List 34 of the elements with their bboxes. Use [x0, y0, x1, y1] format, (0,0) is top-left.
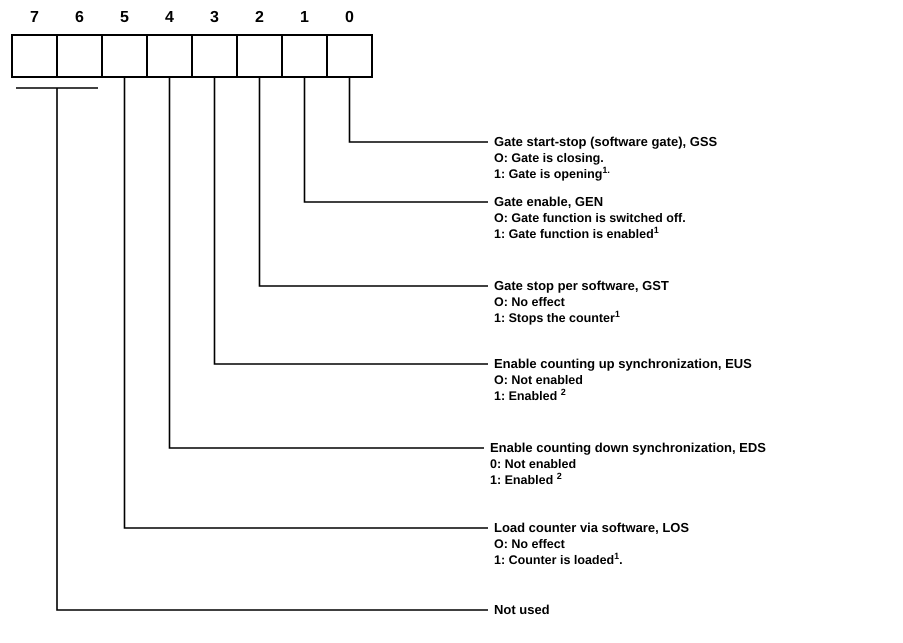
value-one-text: 1: Enabled $^{2}$ [490, 472, 563, 488]
bit-number: 0 [344, 8, 355, 28]
leader-line [348, 78, 488, 143]
leader-line [124, 78, 488, 529]
value-one-text: 1: Gate function is enabled$^{1}$ [494, 226, 660, 242]
leader-line [168, 78, 484, 449]
bit-description: Gate enable, GEN [494, 194, 604, 210]
value-zero-text: O: Gate function is switched off. [494, 210, 686, 226]
value-one-text: 1: Gate is opening$^{1.}$ [494, 166, 611, 182]
leader-line [304, 78, 488, 203]
value-zero-text: O: No effect [494, 536, 566, 552]
bit-number: 5 [119, 8, 130, 28]
bit-description: Gate stop per software, GST [494, 278, 669, 294]
bit-description: Not used [494, 602, 550, 618]
value-zero-text: 0: Not enabled [490, 456, 578, 472]
leader-line [15, 87, 489, 611]
value-one-text: 1: Counter is loaded$^{1}$. [494, 552, 624, 568]
bit-number: 7 [29, 8, 40, 28]
leader-line [214, 78, 488, 365]
value-one-text: 1: Enabled $^{2}$ [494, 388, 567, 404]
bit-description: Enable counting up synchronization, EUS [494, 356, 752, 372]
bit-description: Gate start-stop (software gate), GSS [494, 134, 718, 150]
value-zero-text: O: Gate is closing. [494, 150, 605, 166]
value-zero-text: O: No effect [494, 294, 566, 310]
bit-number: 3 [209, 8, 220, 28]
bit-number: 4 [164, 8, 175, 28]
bit-description: Load counter via software, LOS [494, 520, 690, 536]
value-one-text: 1: Stops the counter$^{1}$ [494, 310, 621, 326]
bit-description: Enable counting down synchronization, EDS [490, 440, 766, 456]
bit-number: 1 [299, 8, 310, 28]
bit-number: 2 [254, 8, 265, 28]
value-zero-text: O: Not enabled [494, 372, 584, 388]
bit-number: 6 [74, 8, 85, 28]
leader-line [258, 78, 488, 287]
